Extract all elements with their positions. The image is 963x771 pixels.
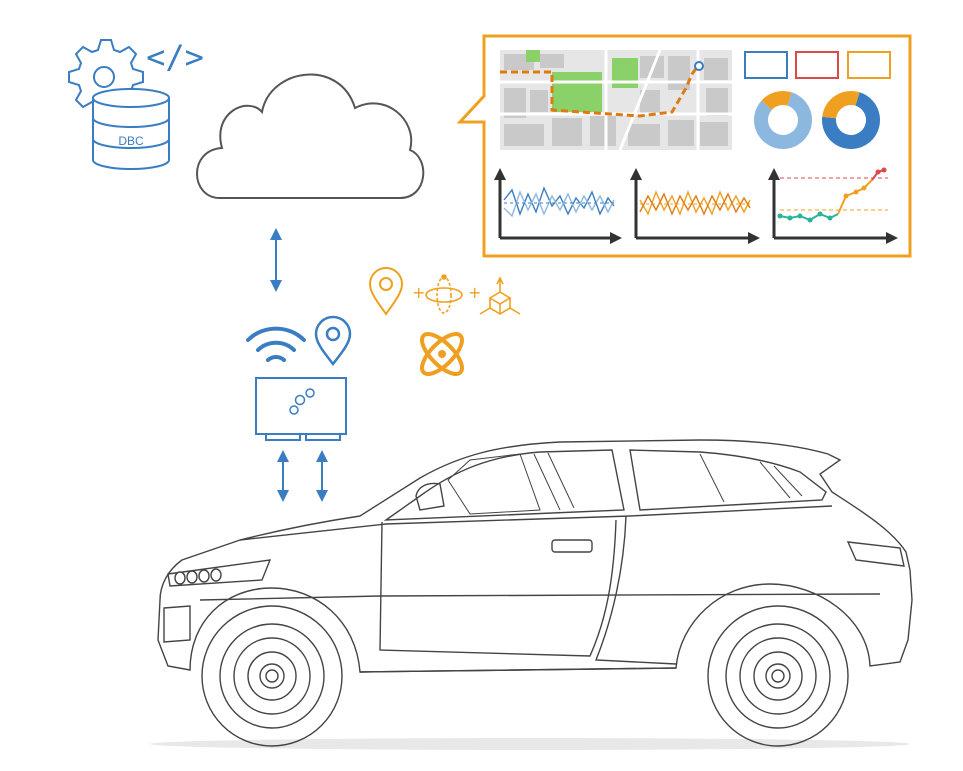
route-path (500, 65, 700, 118)
cloud-logger-arrow (270, 228, 282, 292)
database-icon: DBC (92, 88, 170, 170)
logger-car-arrows (277, 450, 328, 502)
legend-box (795, 51, 839, 79)
wifi-icon (246, 326, 306, 362)
donut-slice (822, 92, 881, 150)
dashboard-panel (456, 34, 912, 258)
line-chart-2 (630, 168, 760, 244)
line-chart-1 (494, 168, 622, 244)
plus-sign: + (412, 283, 425, 302)
legend-box (744, 51, 788, 79)
gyroscope-icon (425, 274, 463, 314)
gps-icon (368, 267, 404, 316)
donut-slice (761, 91, 792, 110)
cloud-icon (196, 73, 425, 199)
route-end-marker (694, 61, 704, 71)
donut-slice (822, 91, 860, 119)
car-shadow (150, 738, 910, 750)
location-pin-icon (314, 315, 352, 367)
donut-slice (753, 92, 812, 149)
code-icon: </> (146, 38, 204, 76)
legend-boxes (744, 51, 891, 79)
legend-box (847, 51, 891, 79)
accelerometer-icon (479, 276, 521, 315)
car-icon (150, 439, 913, 750)
front-wheel (201, 605, 343, 747)
donut-chart-1 (753, 91, 812, 149)
plus-sign: + (468, 283, 481, 302)
donut-chart-2 (822, 91, 881, 150)
map-view (500, 49, 732, 151)
database-label: DBC (118, 134, 144, 148)
line-chart-3 (768, 167, 898, 244)
sensor-fusion-icon (420, 332, 464, 376)
data-logger-icon (255, 377, 347, 441)
rear-wheel (707, 605, 849, 747)
